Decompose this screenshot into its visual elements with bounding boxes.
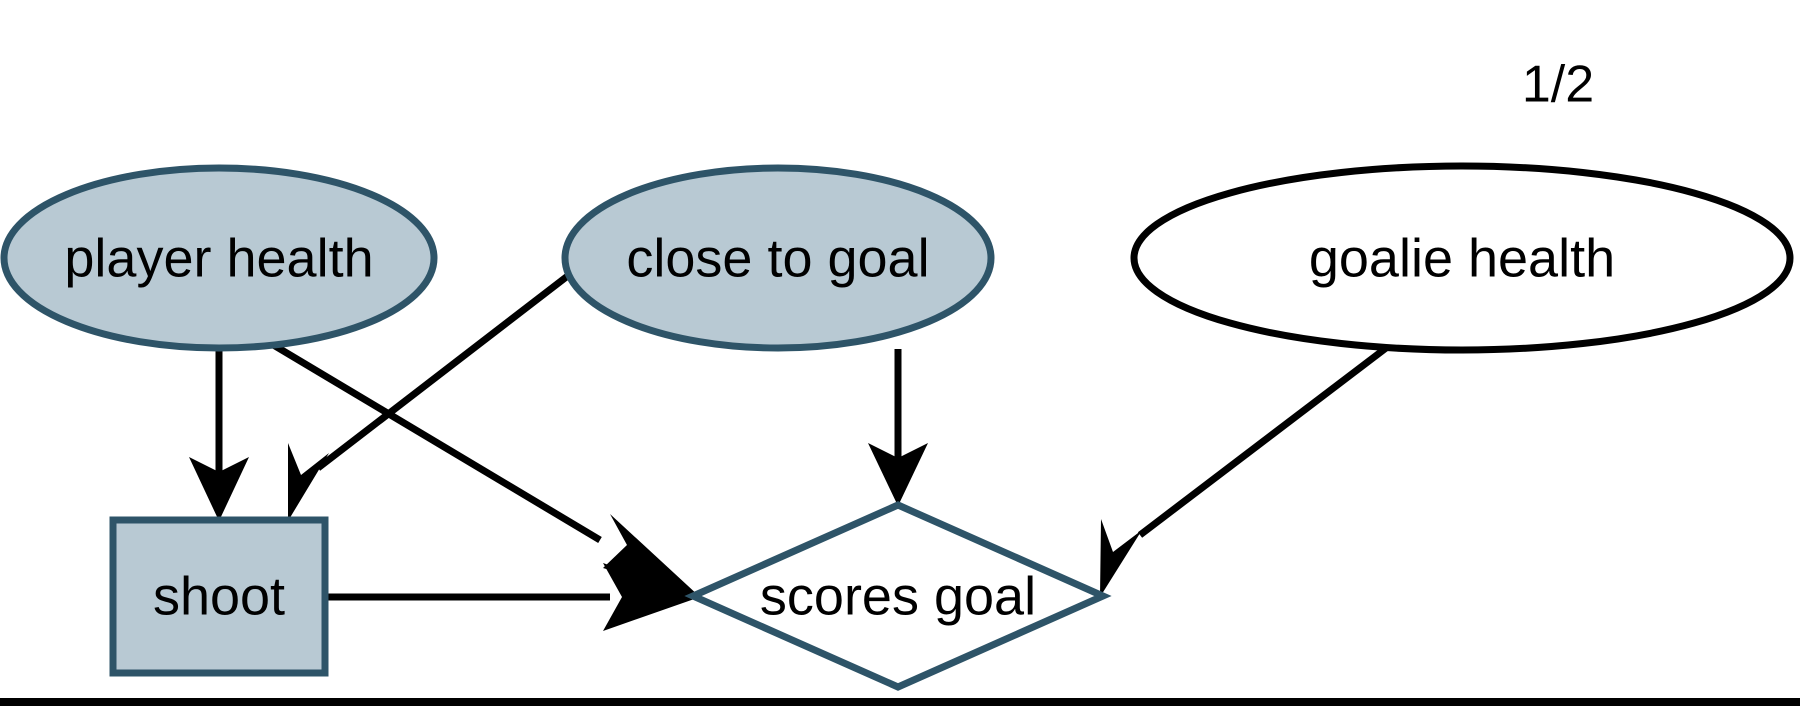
node-shoot[interactable]: shoot [109, 516, 329, 677]
rectangle-shape [109, 516, 329, 677]
node-scores-goal-label: scores goal [760, 566, 1036, 626]
node-player-health[interactable]: player health [0, 164, 438, 352]
edge-shoot-to-scores-goal [325, 563, 700, 631]
edge-line [315, 265, 581, 471]
ellipse-shape [0, 164, 438, 352]
node-shoot-label: shoot [153, 566, 285, 626]
node-goalie-health[interactable]: goalie health [1130, 162, 1794, 354]
diamond-shape [684, 501, 1112, 691]
arrow-head-icon [603, 514, 700, 597]
arrow-head-icon [288, 443, 329, 521]
node-player-health-label: player health [64, 228, 373, 288]
arrow-head-icon [603, 563, 700, 631]
arrow-head-icon [868, 443, 928, 506]
arrow-head-icon [189, 457, 249, 521]
ellipse-shape [561, 164, 995, 352]
arrow-head-icon [1100, 519, 1142, 597]
bottom-divider [0, 698, 1800, 706]
edge-close-to-goal-to-shoot [288, 265, 581, 521]
node-goalie-health-label: goalie health [1309, 228, 1615, 288]
edge-line [258, 333, 602, 544]
node-close-to-goal[interactable]: close to goal [561, 164, 995, 352]
ellipse-shape [1130, 162, 1794, 354]
edge-player-health-to-shoot [189, 349, 249, 521]
edge-player-health-to-scores-goal [258, 333, 700, 597]
slide-number-label: 1/2 [1522, 56, 1594, 114]
node-close-to-goal-label: close to goal [626, 228, 929, 288]
edge-goalie-health-to-scores-goal [1100, 342, 1393, 597]
edge-close-to-goal-to-scores-goal [868, 349, 928, 506]
node-scores-goal[interactable]: scores goal [684, 501, 1112, 691]
edge-line [1137, 342, 1393, 538]
